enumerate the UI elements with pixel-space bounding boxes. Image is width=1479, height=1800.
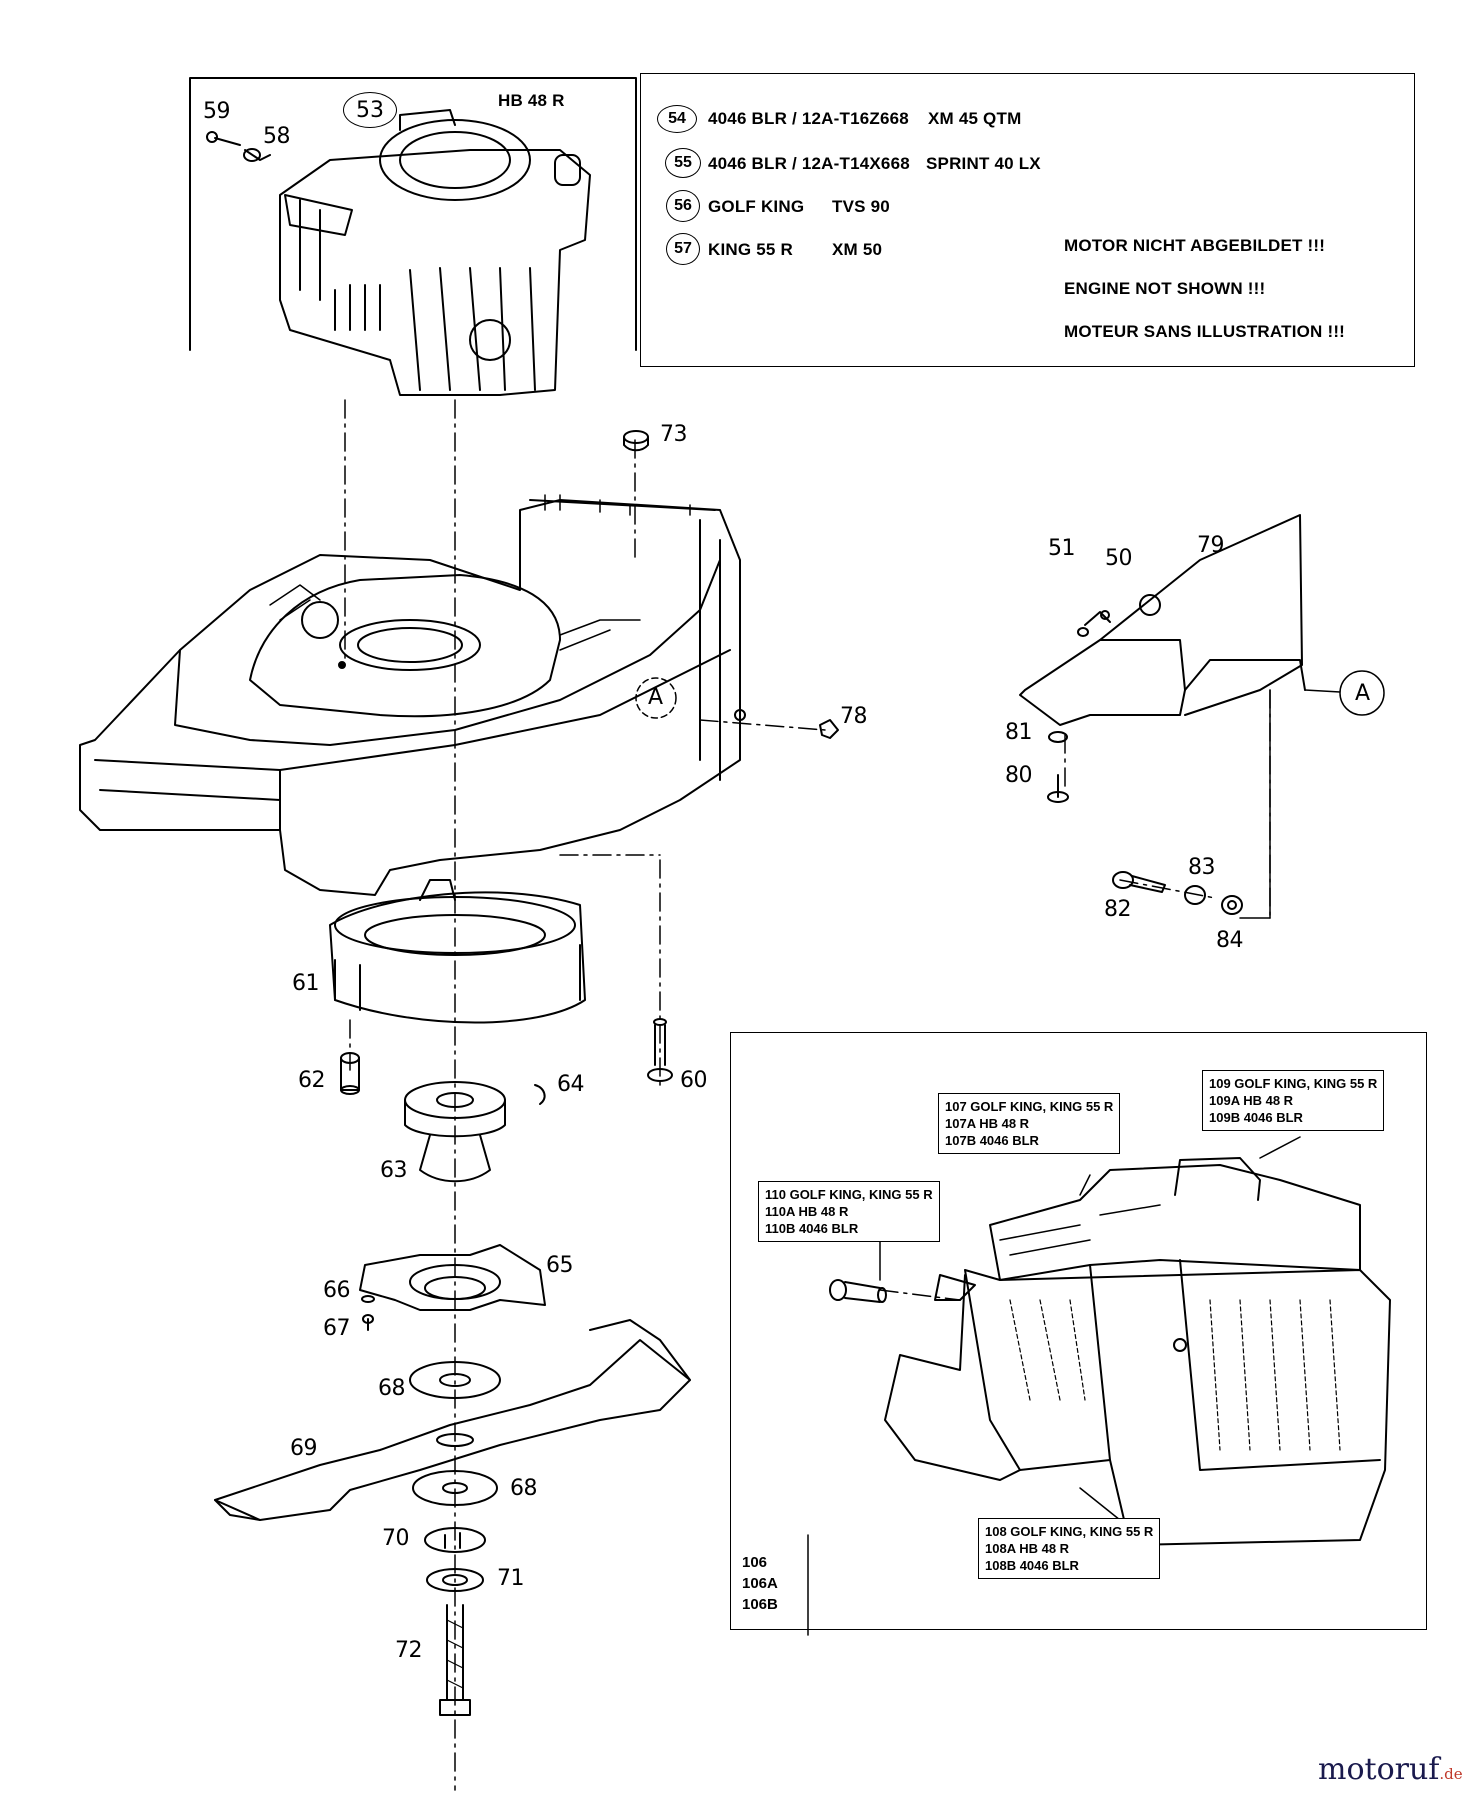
part-number-62: 62 [298, 1068, 326, 1093]
bolt-72 [439, 1604, 471, 1716]
part-number-67: 67 [323, 1316, 351, 1341]
blade-69 [214, 1319, 691, 1521]
washer-68-top [409, 1361, 501, 1399]
assembly-number: 106B [742, 1596, 778, 1613]
part-number-64: 64 [557, 1072, 585, 1097]
part-number-61: 61 [292, 971, 320, 996]
mower-deck [79, 494, 746, 896]
assembly-number: 106A [742, 1575, 778, 1592]
part-number-79: 79 [1197, 533, 1225, 558]
part-number-70: 70 [382, 1526, 410, 1551]
part-number-63: 63 [380, 1158, 408, 1183]
model-name-57: XM 50 [832, 240, 883, 259]
models-box [640, 73, 1415, 367]
grass-catcher-box [730, 1032, 1427, 1630]
part-number-82: 82 [1104, 897, 1132, 922]
model-code-55: 4046 BLR / 12A-T14X668 [708, 154, 910, 173]
deflector-drawing [1019, 514, 1306, 726]
model-code-57: KING 55 R [708, 240, 793, 259]
part-71-drawing [426, 1568, 484, 1592]
callout-107: 107 GOLF KING, KING 55 R 107A HB 48 R 10… [938, 1093, 1121, 1154]
pin-62 [340, 1052, 360, 1095]
model-name-55: SPRINT 40 LX [926, 154, 1041, 173]
grass-catcher-drawing [884, 1157, 1391, 1546]
callout-109: 109 GOLF KING, KING 55 R 109A HB 48 R 10… [1202, 1070, 1385, 1131]
motoruf-watermark-logo: motoruf.de [1318, 1752, 1463, 1787]
part-number-78: 78 [840, 704, 868, 729]
ref-mark-a-right: A [1355, 681, 1370, 706]
pin-110 [829, 1279, 887, 1303]
part-number-68-top: 68 [378, 1376, 406, 1401]
model-name-54: XM 45 QTM [928, 109, 1022, 128]
model-code-56: GOLF KING [708, 197, 805, 216]
model-circle-57: 57 [666, 233, 700, 265]
deck-ref-circle [635, 677, 677, 719]
model-circle-55: 55 [665, 148, 701, 178]
engine-circle-53: 53 [343, 92, 397, 128]
part-number-68-bottom: 68 [510, 1476, 538, 1501]
model-code-54: 4046 BLR / 12A-T16Z668 [708, 109, 909, 128]
note-de: MOTOR NICHT ABGEBILDET !!! [1064, 236, 1326, 255]
ref-mark-a-deck: A [648, 685, 663, 710]
model-name-56: TVS 90 [832, 197, 890, 216]
part-number-50: 50 [1105, 546, 1133, 571]
assembly-number-list: 106 106A 106B [742, 1552, 778, 1615]
blade-holder-65 [359, 1244, 546, 1311]
screw-60 [647, 1018, 673, 1082]
screw-66-67 [361, 1295, 375, 1331]
part-number-80: 80 [1005, 763, 1033, 788]
part-number-60: 60 [680, 1068, 708, 1093]
part-number-72: 72 [395, 1638, 423, 1663]
part-number-65: 65 [546, 1253, 574, 1278]
pulley-63 [404, 1081, 546, 1183]
part-number-58: 58 [263, 124, 291, 149]
part-number-83: 83 [1188, 855, 1216, 880]
right-ref-circle [1339, 670, 1385, 716]
blade-housing-61 [329, 879, 586, 1024]
part-number-66: 66 [323, 1278, 351, 1303]
part-number-84: 84 [1216, 928, 1244, 953]
part-70-drawing [424, 1527, 486, 1553]
leader-lines [879, 1136, 1301, 1521]
part-number-69: 69 [290, 1436, 318, 1461]
model-circle-54: 54 [657, 105, 697, 133]
callout-108: 108 GOLF KING, KING 55 R 108A HB 48 R 10… [978, 1518, 1161, 1579]
part-number-71: 71 [497, 1566, 525, 1591]
grommet-73 [623, 430, 649, 452]
callout-110: 110 GOLF KING, KING 55 R 110A HB 48 R 11… [758, 1181, 940, 1242]
engine-model-label: HB 48 R [498, 91, 565, 110]
note-fr: MOTEUR SANS ILLUSTRATION !!! [1064, 322, 1346, 341]
part-number-51: 51 [1048, 536, 1076, 561]
note-en: ENGINE NOT SHOWN !!! [1064, 279, 1266, 298]
bolt-82 [1112, 871, 1243, 915]
screw-80 [1047, 731, 1069, 803]
model-circle-56: 56 [666, 190, 700, 222]
engine-frame [189, 77, 637, 351]
part-78-drawing [819, 719, 839, 739]
part-number-59: 59 [203, 99, 231, 124]
assembly-number: 106 [742, 1554, 768, 1571]
washer-68-bottom [412, 1470, 498, 1506]
part-number-81: 81 [1005, 720, 1033, 745]
part-number-73: 73 [660, 422, 688, 447]
engine-drawing [206, 109, 591, 396]
